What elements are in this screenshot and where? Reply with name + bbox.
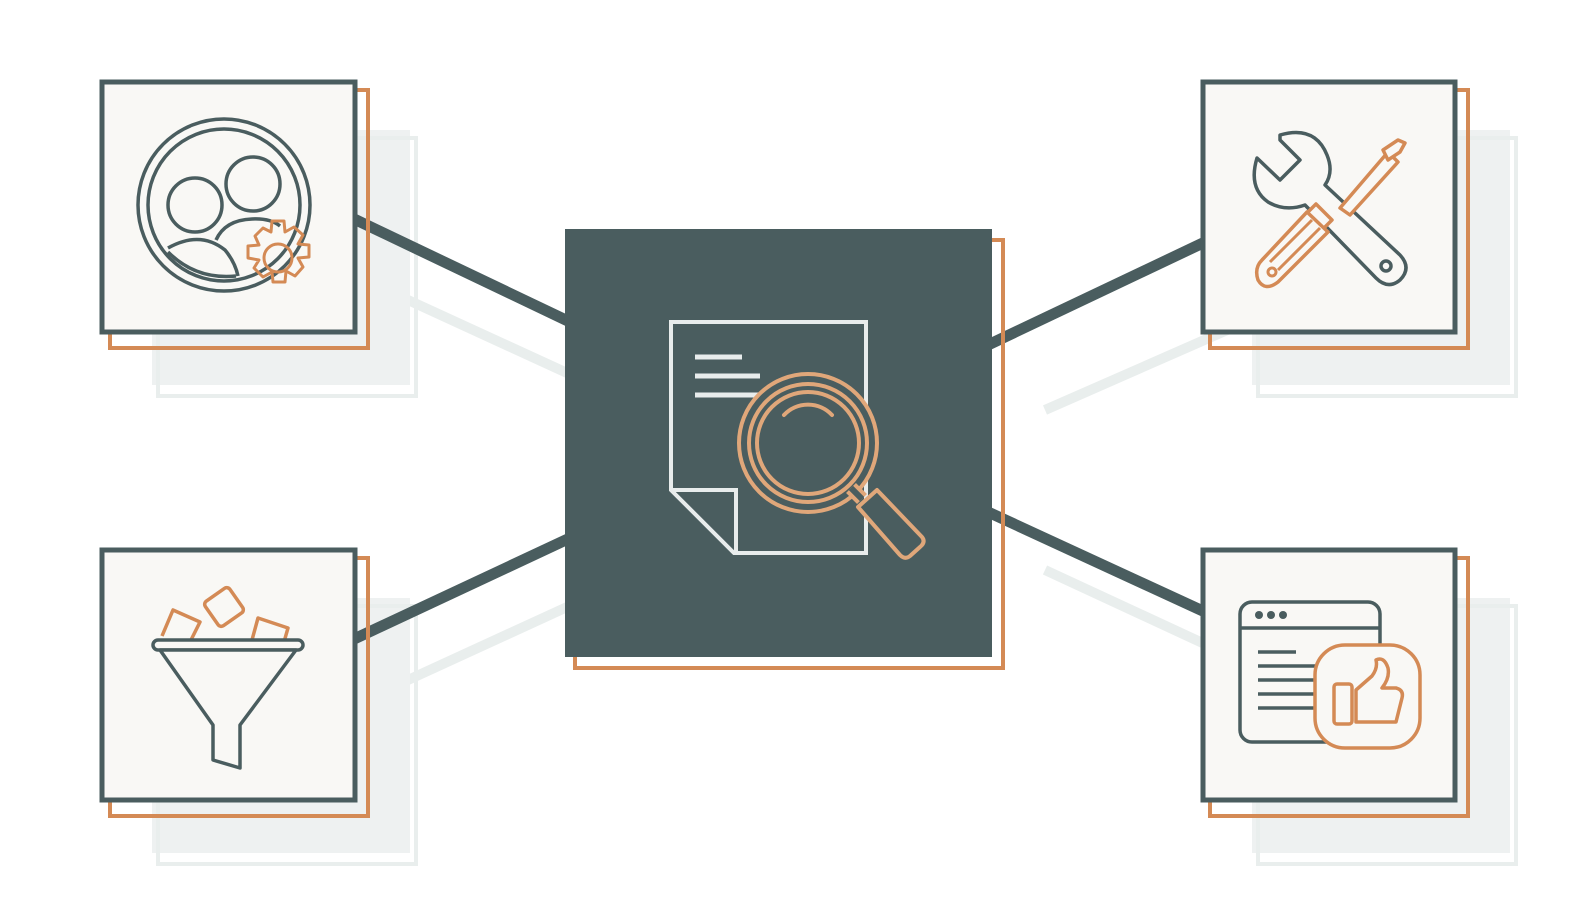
connector-top-right bbox=[985, 237, 1208, 350]
node-feedback bbox=[1200, 547, 1470, 818]
center-node bbox=[565, 229, 1005, 670]
tools-icon bbox=[1252, 130, 1408, 289]
filter-funnel-icon bbox=[151, 585, 305, 770]
website-thumbs-up-icon bbox=[1238, 600, 1422, 750]
connector-bottom-left bbox=[349, 533, 573, 645]
connector-bottom-right bbox=[985, 507, 1208, 617]
node-tools bbox=[1200, 79, 1470, 350]
document-search-icon bbox=[669, 320, 926, 560]
team-settings-icon bbox=[136, 117, 312, 293]
node-team-settings bbox=[99, 79, 370, 350]
node-filter bbox=[99, 547, 370, 818]
connector-top-left bbox=[349, 213, 573, 327]
connectors bbox=[349, 213, 1208, 645]
